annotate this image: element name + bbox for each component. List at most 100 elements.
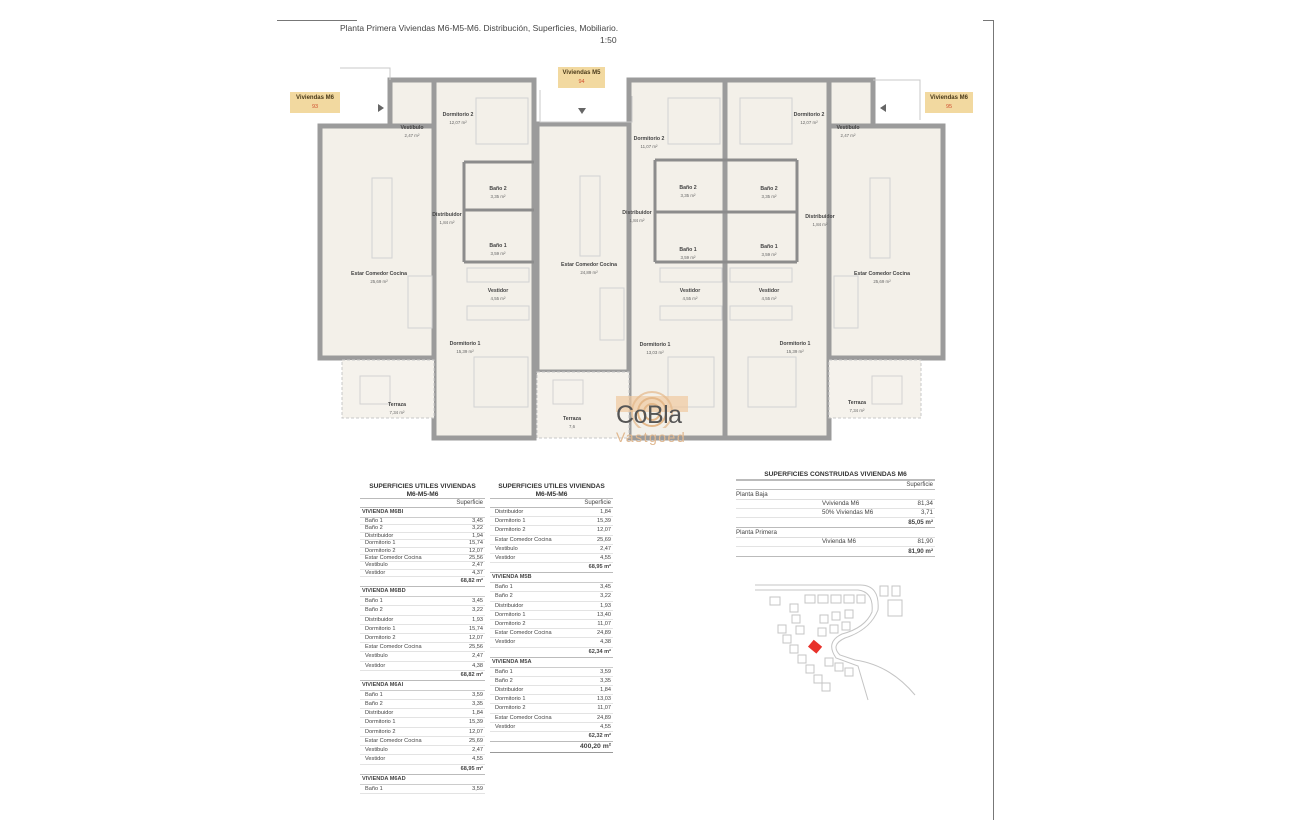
room-name: Dormitorio 2 <box>633 136 665 142</box>
row-value: 4,38 <box>600 639 611 646</box>
table-row: Baño 1 3,59 <box>360 785 485 794</box>
group-total: 68,95 m² <box>490 563 613 574</box>
section-header: Planta Baja <box>736 490 935 500</box>
row-value: 25,69 <box>597 536 611 543</box>
row-label: Baño 1 <box>365 785 383 792</box>
row-label: Estar Comedor Cocina <box>365 644 422 651</box>
tag-code: 93 <box>311 104 319 110</box>
left-bedroom-wing <box>431 77 537 441</box>
row-label: Baño 2 <box>495 677 513 684</box>
room-area: 4,55 m² <box>490 296 506 301</box>
section-total: 85,05 m² <box>736 518 935 528</box>
furniture <box>359 97 903 408</box>
middle-living-area <box>534 121 632 375</box>
left-living-area <box>317 123 437 361</box>
watermark-brand: CoBla <box>616 401 682 429</box>
row-value: 81,90 <box>917 537 933 545</box>
row-label: Dormitorio 2 <box>365 635 396 642</box>
tag-code: 95 <box>945 104 953 110</box>
room-area: 1,84 m² <box>629 218 645 223</box>
room-area: 25,69 m² <box>873 279 891 284</box>
room-name: Vestidor <box>758 288 780 294</box>
row-value: 1,84 <box>600 509 611 515</box>
room-area: 3,35 m² <box>490 194 506 199</box>
row-label: Dormitorio 1 <box>365 625 396 632</box>
entrance-lines <box>340 67 921 123</box>
right-vestibule <box>826 77 876 129</box>
room-area: 13,03 m² <box>646 350 664 355</box>
group-total: 62,34 m² <box>490 648 613 658</box>
grand-total: 400,20 m² <box>490 742 613 754</box>
right-living-area <box>826 123 946 361</box>
right-bedroom-wing <box>722 77 832 441</box>
table-row: Vestidor 4,38 <box>490 638 613 648</box>
row-value: 11,07 <box>597 705 611 712</box>
tag-code: 94 <box>578 79 585 85</box>
cobla-watermark-logo: CoBla Vastgoed <box>612 388 702 452</box>
row-value: 4,38 <box>472 662 483 669</box>
row-label: Dormitorio 2 <box>495 621 526 628</box>
row-label: Dormitorio 2 <box>365 728 396 735</box>
room-area: 3,35 m² <box>761 194 777 199</box>
group-total: 62,32 m² <box>490 732 613 743</box>
row-value: 3,59 <box>472 785 483 792</box>
row-label: Dormitorio 2 <box>365 547 396 554</box>
row-label: Vestidor <box>495 639 516 646</box>
row-value: 3,71 <box>920 508 933 516</box>
table-title: SUPERFICIES UTILES VIVIENDAS <box>498 483 605 490</box>
room-name: Terraza <box>847 400 867 406</box>
row-label: Vestibulo <box>365 747 388 754</box>
room-name: Dormitorio 2 <box>793 112 825 118</box>
room-name: Estar Comedor Cocina <box>351 271 407 277</box>
room-area: 7,34 m² <box>389 410 405 415</box>
row-value: 12,07 <box>469 728 483 735</box>
row-label: Estar Comedor Cocina <box>495 714 552 721</box>
room-label: Dormitorio 1 15,39 m² <box>780 341 811 355</box>
room-area: 12,07 m² <box>449 120 467 125</box>
room-area: 3,59 m² <box>761 252 777 257</box>
table-subtitle: M6-M5-M6 <box>535 490 568 498</box>
row-label: Baño 1 <box>495 668 513 675</box>
table-subtitle: M6-M5-M6 <box>406 490 439 498</box>
table-row: Dormitorio 2 12,07 <box>360 728 485 737</box>
row-label: Vestibulo <box>495 545 518 552</box>
room-area: 3,59 m² <box>680 255 696 260</box>
room-area: 15,39 m² <box>786 349 804 354</box>
room-area: 7,6 <box>568 424 576 429</box>
group-header: VIVIENDA M6AI <box>360 681 485 691</box>
group-total: 68,82 m² <box>360 671 485 681</box>
group-header: VIVIENDA M6BD <box>360 587 485 598</box>
row-label: Dormitorio 2 <box>495 527 526 534</box>
row-value: 3,22 <box>472 607 483 614</box>
room-name: Dormitorio 1 <box>779 341 811 347</box>
room-area: 3,59 m² <box>490 251 506 256</box>
room-name: Distribuidor <box>805 214 835 220</box>
